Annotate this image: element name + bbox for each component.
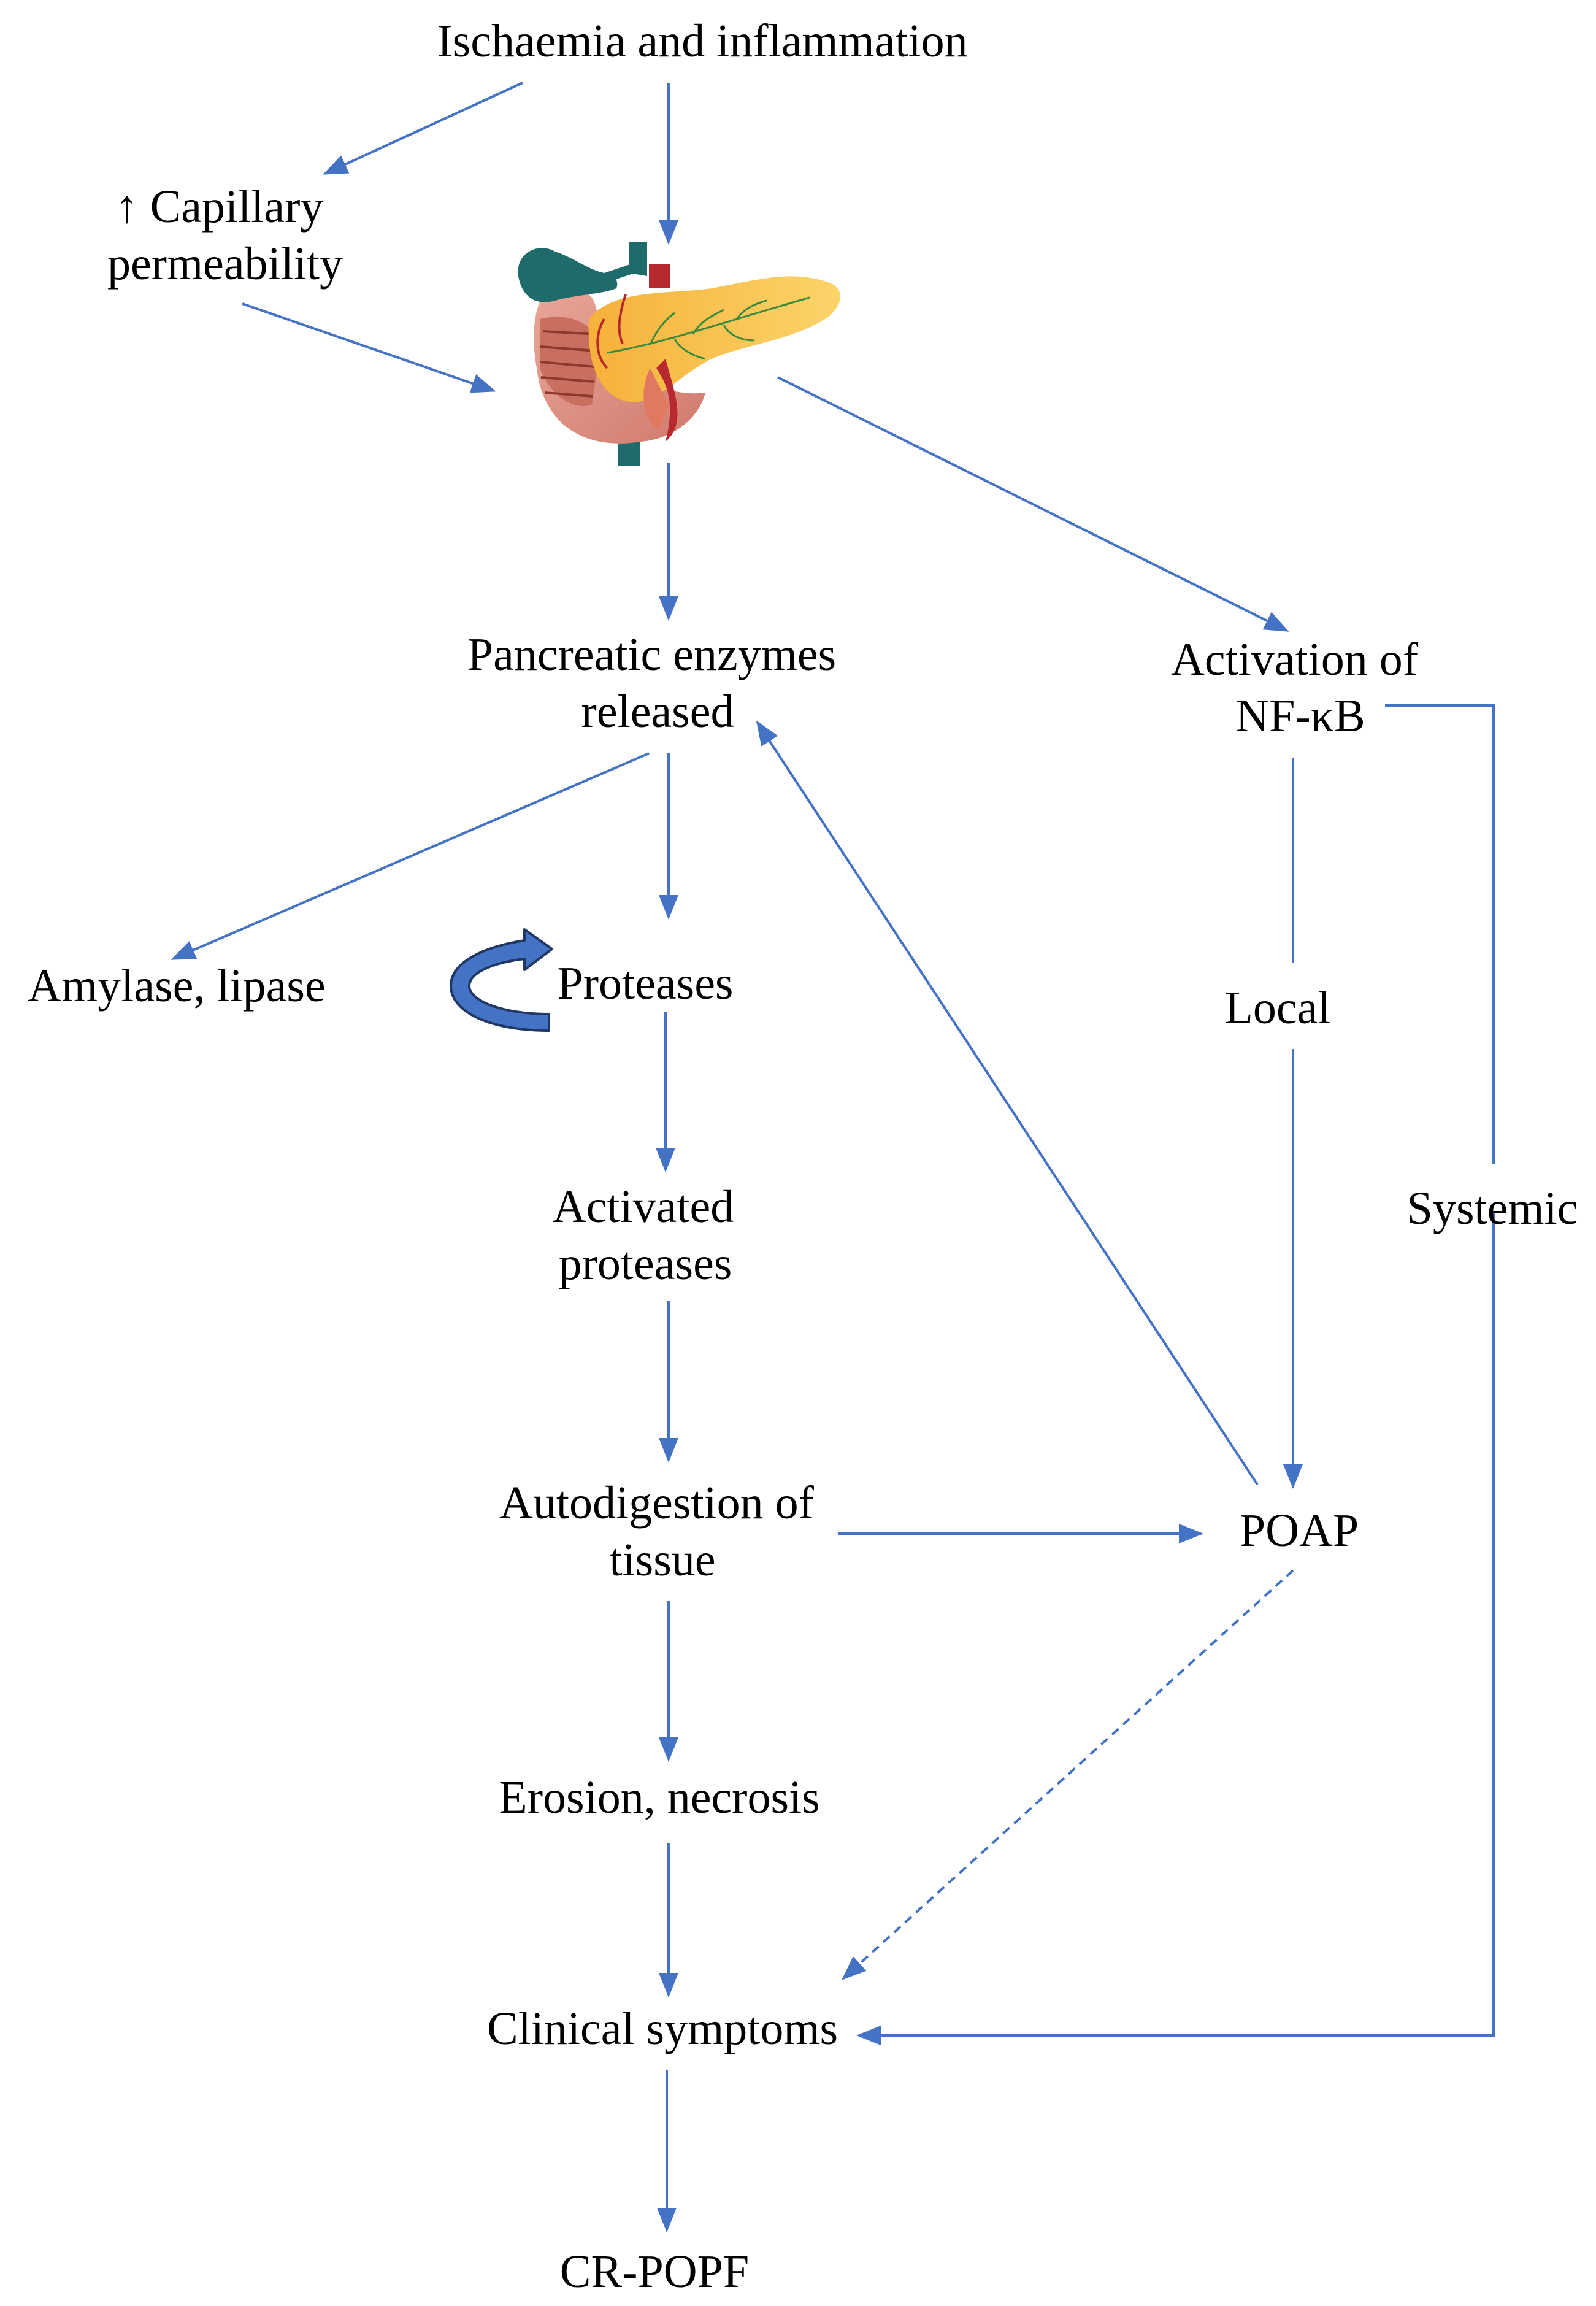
node-activated-line-1: Activated: [553, 1181, 734, 1232]
node-autodigestion-line-2: tissue: [609, 1534, 715, 1586]
arrow-pancreas-to-nfkb: [777, 376, 1289, 632]
node-enzymes-line-2: released: [581, 686, 734, 737]
node-amylase: Amylase, lipase: [28, 960, 325, 1012]
node-nfkb: Activation of NF-κB: [1171, 634, 1430, 742]
node-poap: POAP: [1240, 1505, 1359, 1556]
node-capillary-line-1: ↑ Capillary: [115, 181, 324, 233]
arrow-enzymes-to-amylase: [171, 752, 650, 960]
arrow-ischaemia-to-capillary: [323, 82, 523, 175]
node-erosion: Erosion, necrosis: [499, 1772, 819, 1823]
node-activated-line-2: proteases: [559, 1238, 732, 1289]
node-crpopf-line-1: CR-POPF: [560, 2246, 749, 2297]
node-clinical-line-1: Clinical symptoms: [487, 2003, 838, 2054]
arrow-poap-to-enzymes: [756, 720, 1259, 1486]
node-ischaemia-line-1: Ischaemia and inflammation: [437, 15, 967, 67]
node-autodigestion-line-1: Autodigestion of: [499, 1477, 815, 1529]
node-amylase-line-1: Amylase, lipase: [28, 960, 325, 1012]
arrow-capillary-to-pancreas: [242, 302, 496, 393]
line-nfkb-to-systemic: [1385, 704, 1495, 1164]
node-clinical: Clinical symptoms: [487, 2003, 838, 2054]
node-nfkb-line-2: NF-κB: [1235, 690, 1365, 742]
arrow-poap-to-clinical-dashed: [842, 1569, 1294, 1980]
node-capillary-line-2: permeability: [107, 238, 343, 290]
node-crpopf: CR-POPF: [560, 2246, 749, 2297]
node-proteases: Proteases: [557, 958, 733, 1009]
curved-cycle-arrow-icon: [450, 928, 553, 1032]
node-capillary: ↑ Capillary permeability: [107, 181, 343, 290]
node-poap-line-1: POAP: [1240, 1505, 1359, 1556]
node-autodigestion: Autodigestion of tissue: [499, 1477, 826, 1586]
flow-arrows: [171, 82, 1495, 2232]
pancreas-illustration-icon: [518, 242, 841, 466]
node-activated: Activated proteases: [553, 1181, 745, 1289]
node-local: Local: [1224, 982, 1330, 1034]
node-enzymes-line-1: Pancreatic enzymes: [467, 629, 836, 680]
node-systemic-line-1: Systemic: [1407, 1183, 1578, 1234]
node-erosion-line-1: Erosion, necrosis: [499, 1772, 819, 1823]
arrow-systemic-to-clinical: [856, 1212, 1495, 2045]
node-nfkb-line-1: Activation of: [1171, 634, 1419, 685]
node-proteases-line-1: Proteases: [557, 958, 733, 1009]
node-ischaemia: Ischaemia and inflammation: [437, 15, 967, 67]
node-local-line-1: Local: [1224, 982, 1330, 1034]
node-labels: Ischaemia and inflammation ↑ Capillary p…: [28, 15, 1578, 2297]
node-systemic: Systemic: [1407, 1183, 1578, 1234]
node-enzymes: Pancreatic enzymes released: [467, 629, 848, 737]
